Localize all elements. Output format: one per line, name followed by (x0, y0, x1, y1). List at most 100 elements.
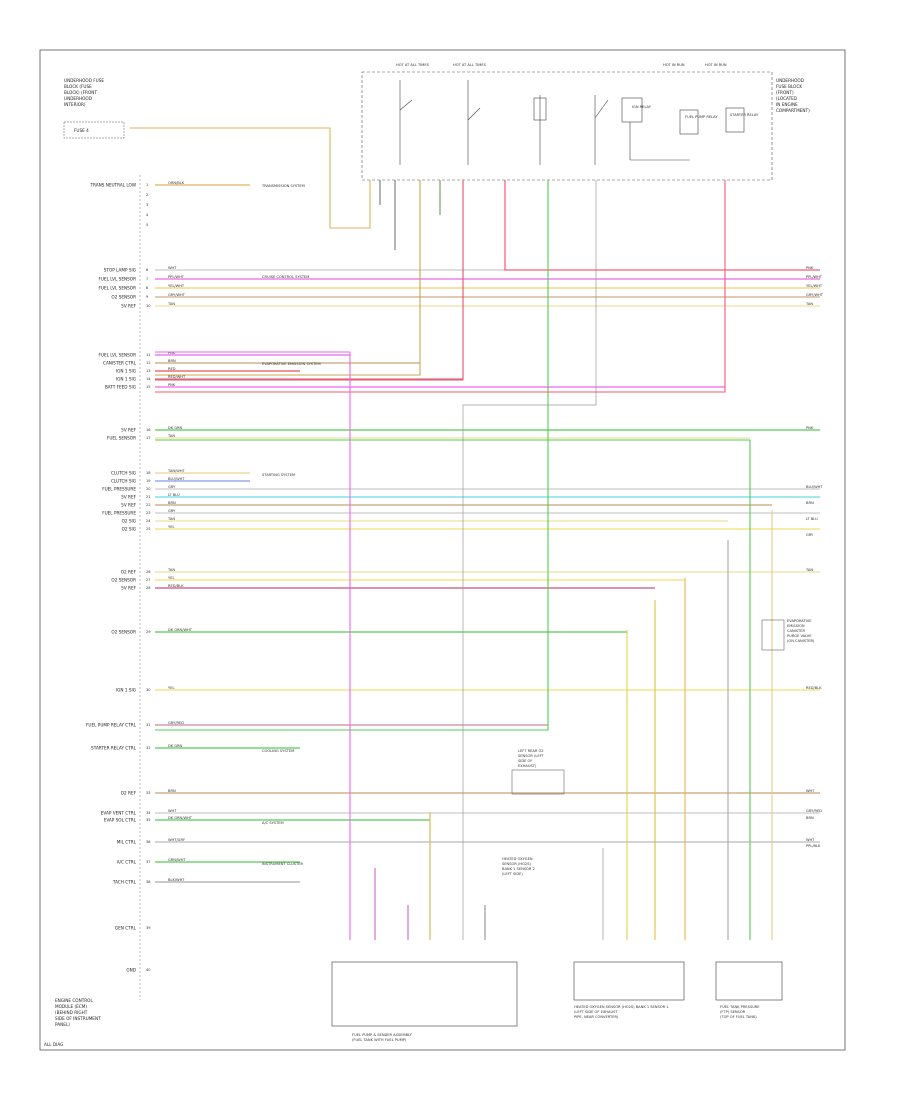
right-wire-label: LT BLU (806, 517, 818, 521)
ecm-pin-number: 22 (146, 503, 151, 507)
low-note-2: SENSOR (HO2S) (502, 862, 531, 866)
wire-color-label: WHT (168, 266, 177, 270)
ecm-pin-number: 28 (146, 586, 151, 590)
right-wire-label: RED/BLK (806, 686, 822, 690)
low-note-4: (LEFT SIDE) (502, 872, 523, 876)
right-wire-label: GRY/RED (806, 809, 822, 813)
ecm-pin-label: O2 SENSOR (111, 630, 136, 635)
ecm-pin-label: O2 SIG (122, 519, 136, 524)
wire-color-label: DK GRN/WHT (168, 816, 193, 820)
wire-color-label: TAN/WHT (167, 469, 186, 473)
bm1-line-1: FUEL PUMP & SENDER ASSEMBLY (352, 1033, 413, 1037)
ecm-pin-label: CANISTER CTRL (103, 361, 137, 366)
side-note-3: EVAPORATIVE EMISSION SYSTEM (262, 362, 321, 366)
ecm-pin-number: 8 (146, 286, 149, 290)
right-wire-label: TAN (805, 568, 813, 572)
right-wire-label: YEL/WHT (806, 284, 823, 288)
ecm-pin-number: 36 (146, 840, 151, 844)
top-box-item-2: HOT AT ALL TIMES (453, 63, 487, 67)
mid-note-4: EXHAUST) (518, 764, 537, 768)
wire-color-label: RED (168, 367, 176, 371)
bl-note-4: SIDE OF INSTRUMENT (55, 1016, 101, 1021)
ecm-pin-label: 5V REF (121, 586, 136, 591)
ecm-pin-number: 17 (146, 436, 151, 440)
side-note-5: COOLING SYSTEM (262, 749, 294, 753)
ecm-pin-number: 14 (146, 377, 151, 381)
low-note-3: BANK 1 SENSOR 2 (502, 867, 535, 871)
ecm-pin-number: 30 (146, 688, 151, 692)
wire-color-label: YEL (168, 576, 174, 580)
wire-color-label: GRY (168, 509, 176, 513)
tr-note-2: FUSE BLOCK (776, 84, 802, 89)
ecm-pin-number: 35 (146, 818, 151, 822)
ecm-pin-number: 37 (146, 860, 151, 864)
ecm-pin-label: O2 SIG (122, 527, 136, 532)
right-wire-label: GRY/WHT (806, 293, 824, 297)
wire-color-label: TAN (167, 517, 175, 521)
ecm-pin-number: 27 (146, 578, 151, 582)
middle-note: LEFT REAR O2 SENSOR (LEFT SIDE OF EXHAUS… (518, 749, 545, 768)
wire-color-label: PPL/WHT (168, 275, 185, 279)
right-wire-label: PPL/BLK (806, 844, 821, 848)
rm-note-4: PURGE VALVE (787, 634, 812, 638)
wire-color-label: LT BLU (168, 493, 180, 497)
mid-note-3: SIDE OF (518, 759, 532, 763)
ecm-pin-label: MIL CTRL (117, 840, 137, 845)
ecm-pin-label: STARTER RELAY CTRL (91, 746, 137, 751)
ecm-pin-label: A/C CTRL (117, 860, 137, 865)
lower-note: HEATED OXYGEN SENSOR (HO2S) BANK 1 SENSO… (502, 857, 535, 876)
ecm-pin-number: 25 (146, 527, 151, 531)
right-wire-label: PNK (806, 266, 814, 270)
ecm-pin-label: FUEL PRESSURE (102, 487, 136, 492)
left-rear-o2-connector (511, 769, 565, 795)
diagram-frame (39, 49, 846, 1051)
tr-note-6: COMPARTMENT) (776, 108, 810, 113)
relay-2: FUEL PUMP RELAY (685, 115, 718, 119)
underhood-fuse-block (361, 71, 773, 181)
ecm-pin-number: 16 (146, 428, 151, 432)
bm3-line-1: FUEL TANK PRESSURE (720, 1005, 760, 1009)
wire-color-label: DK GRN (168, 744, 183, 748)
ecm-pin-number: 4 (146, 213, 149, 217)
top-right-note: UNDERHOOD FUSE BLOCK (FRONT) (LOCATED IN… (776, 78, 810, 113)
ecm-pin-label: 5V REF (121, 495, 136, 500)
right-wire-label: PPL/WHT (806, 275, 823, 279)
wire-color-label: TAN (167, 568, 175, 572)
ecm-pin-label: STOP LAMP SIG (104, 268, 136, 273)
ecm-pin-label: EVAP SOL CTRL (104, 818, 137, 823)
ecm-pin-number: 2 (146, 193, 148, 197)
tl-note-1: UNDERHOOD FUSE (64, 78, 104, 83)
wire-color-label: BLK/WHT (168, 878, 185, 882)
right-wire-label: BLU/WHT (806, 485, 823, 489)
bl-note-3: (BEHIND RIGHT (55, 1010, 88, 1015)
tl-note-2: BLOCK (FUSE (64, 84, 92, 89)
wire-color-label: WHT/GRY (168, 838, 186, 842)
ecm-pin-label: BATT FEED SIG (105, 385, 136, 390)
vertical-runs (130, 127, 820, 940)
ecm-pin-number: 3 (146, 203, 148, 207)
ecm-pin-number: 23 (146, 511, 151, 515)
relay-3: STARTER RELAY (730, 113, 759, 117)
ecm-pin-number: 13 (146, 369, 151, 373)
wire-color-label: YEL (168, 686, 174, 690)
wire-color-label: GRN/WHT (168, 858, 186, 862)
wire-color-label: YEL (168, 525, 174, 529)
ecm-pin-label: FUEL LVL SENSOR (99, 353, 137, 358)
wire-color-label: BLU/WHT (168, 477, 185, 481)
ecm-pin-number: 26 (146, 570, 151, 574)
rm-note-1: EVAPORATIVE (787, 619, 812, 623)
low-note-1: HEATED OXYGEN (502, 857, 533, 861)
wire-color-label: YEL/WHT (168, 284, 185, 288)
ecm-pin-number: 39 (146, 926, 151, 930)
ecm-pin-number: 6 (146, 268, 149, 272)
wire-color-label: BRN (168, 789, 176, 793)
bm2-line-2: (LEFT SIDE OF EXHAUST (574, 1010, 618, 1014)
right-wire-label: PNK (806, 426, 814, 430)
tr-note-5: IN ENGINE (776, 102, 798, 107)
bl-note-5: PANEL) (55, 1022, 70, 1027)
ecm-pin-label: FUEL LVL SENSOR (99, 277, 137, 282)
footer: ALL DIAG (44, 1042, 63, 1047)
ecm-pin-label: CLUTCH SIG (111, 471, 136, 476)
bm2-line-1: HEATED OXYGEN SENSOR (HO2S) BANK 1 SENSO… (574, 1005, 669, 1009)
